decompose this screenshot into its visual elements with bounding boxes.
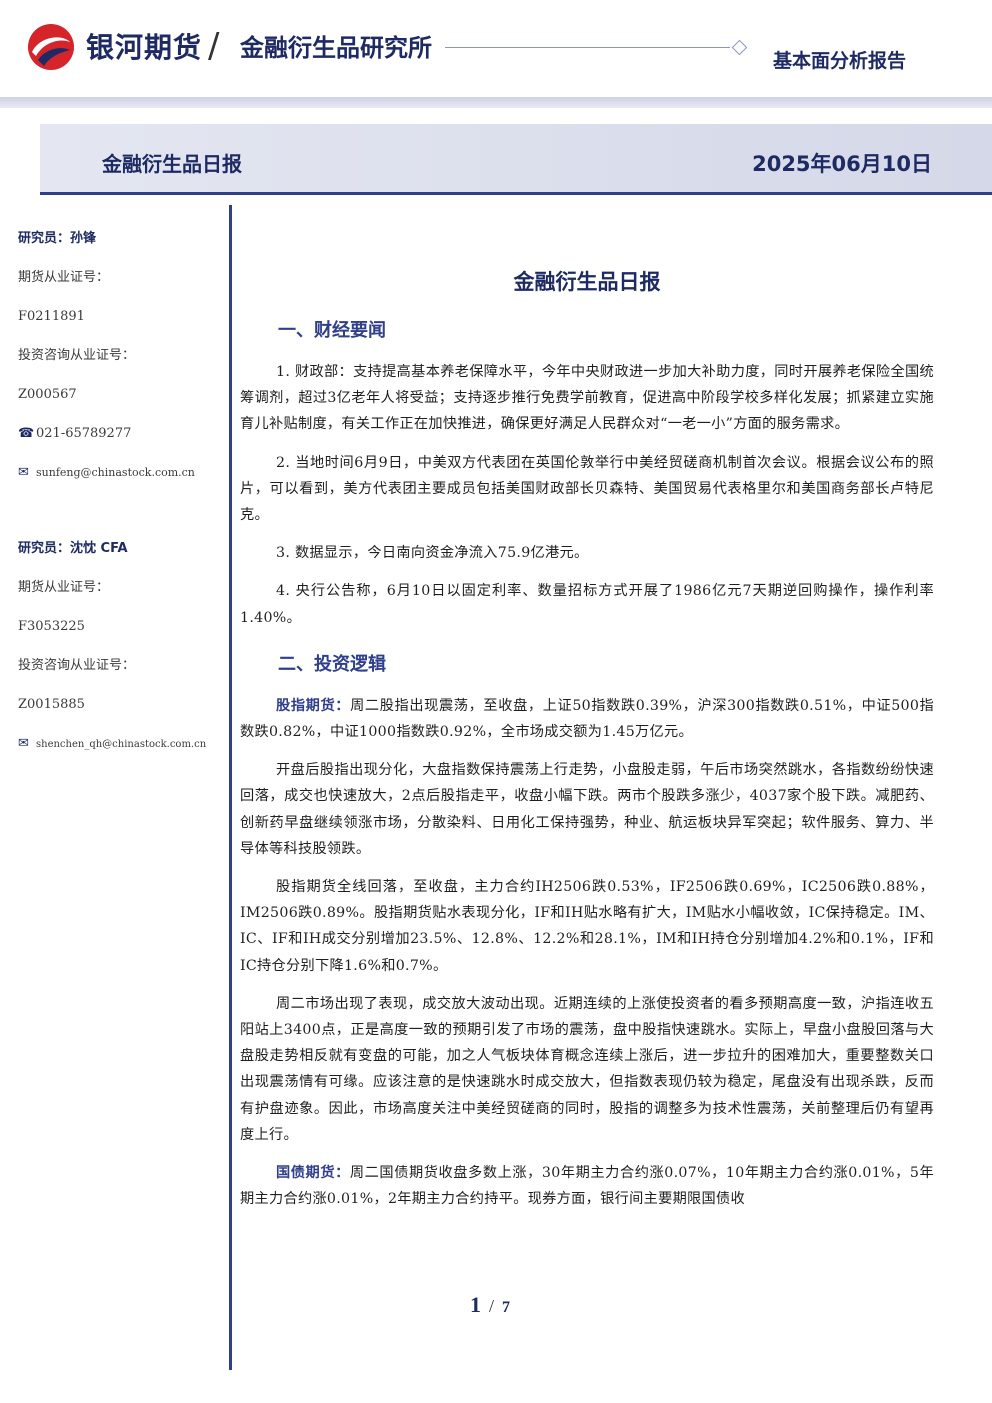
stock-index-paragraph-1: 股指期货：周二股指出现震荡，至收盘，上证50指数跌0.39%，沪深300指数跌0… (240, 697, 934, 741)
researcher-2-license: F3053225 (18, 619, 85, 634)
document-title: 金融衍生品日报 (513, 270, 661, 294)
diamond-icon (731, 39, 748, 56)
researcher-2-consult: Z0015885 (18, 697, 85, 712)
news-item-1: 1. 财政部：支持提高基本养老保障水平，今年中央财政进一步加大补助力度，同时开展… (240, 364, 934, 433)
researcher-1-email-row: ✉ sunfeng@chinastock.com.cn (18, 460, 223, 499)
page-number: 1 / 7 (470, 1292, 510, 1318)
section-heading-logic: 二、投资逻辑 (278, 653, 386, 675)
researcher-1-consult: Z000567 (18, 387, 77, 402)
treasury-label: 国债期货： (276, 1165, 350, 1182)
brand-separator: / (208, 26, 220, 66)
researcher-1-license: F0211891 (18, 309, 85, 324)
phone-icon: ☎ (18, 426, 35, 441)
researcher-sidebar: 研究员：孙锋 期货从业证号： F0211891 投资咨询从业证号： Z00056… (18, 226, 223, 770)
banner-title: 金融衍生品日报 (102, 152, 242, 176)
section-heading-news: 一、财经要闻 (278, 320, 386, 341)
sidebar-divider (229, 205, 232, 1370)
stock-index-label: 股指期货： (276, 697, 351, 714)
researcher-2-license-label: 期货从业证号： (18, 580, 110, 595)
researcher-1-consult-label: 投资咨询从业证号： (18, 348, 136, 363)
galaxy-logo-icon (28, 24, 74, 70)
researcher-2-email[interactable]: shenchen_qh@chinastock.com.cn (36, 739, 207, 750)
header-rule (445, 47, 730, 48)
brand-name: 银河期货 (86, 31, 203, 64)
news-item-2: 2. 当地时间6月9日，中美双方代表团在英国伦敦举行中美经贸磋商机制首次会议。根… (240, 454, 934, 524)
researcher-1-phone: 021-65789277 (36, 426, 132, 441)
institute-name: 金融衍生品研究所 (240, 34, 432, 62)
news-item-3: 3. 数据显示，今日南向资金净流入75.9亿港元。 (276, 545, 589, 562)
header-band (0, 97, 992, 108)
title-banner: 金融衍生品日报 2025年06月10日 (40, 124, 992, 195)
stock-index-paragraph-2: 开盘后股指出现分化，大盘指数保持震荡上行走势，小盘股走弱，午后市场突然跳水，各指… (240, 762, 934, 857)
report-date: 2025年06月10日 (752, 152, 932, 176)
mail-icon: ✉ (18, 465, 29, 480)
researcher-1-license-label: 期货从业证号： (18, 270, 110, 285)
researcher-1-name: 研究员：孙锋 (18, 231, 97, 246)
news-item-4: 4. 央行公告称，6月10日以固定利率、数量招标方式开展了1986亿元7天期逆回… (240, 583, 934, 626)
report-type: 基本面分析报告 (773, 50, 907, 72)
mail-icon: ✉ (18, 736, 29, 751)
current-page: 1 (470, 1292, 481, 1317)
report-body: 金融衍生品日报 一、财经要闻 1. 财政部：支持提高基本养老保障水平，今年中央财… (240, 255, 934, 1224)
researcher-1-phone-row: ☎021-65789277 (18, 421, 223, 460)
researcher-2-name: 研究员：沈忱 CFA (18, 541, 128, 556)
total-pages: 7 (502, 1299, 511, 1316)
page-separator: / (489, 1296, 495, 1316)
page-header: 银河期货 / 金融衍生品研究所 基本面分析报告 (0, 0, 992, 110)
researcher-2-email-row: ✉ shenchen_qh@chinastock.com.cn (18, 731, 223, 770)
treasury-paragraph-1: 国债期货：周二国债期货收盘多数上涨，30年期主力合约涨0.07%，10年期主力合… (240, 1165, 934, 1208)
researcher-2-consult-label: 投资咨询从业证号： (18, 658, 136, 673)
stock-index-paragraph-4: 周二市场出现了表现，成交放大波动出现。近期连续的上涨使投资者的看多预期高度一致，… (240, 995, 934, 1143)
researcher-1-email[interactable]: sunfeng@chinastock.com.cn (36, 466, 195, 479)
stock-index-paragraph-3: 股指期货全线回落，至收盘，主力合约IH2506跌0.53%，IF2506跌0.6… (240, 879, 934, 974)
